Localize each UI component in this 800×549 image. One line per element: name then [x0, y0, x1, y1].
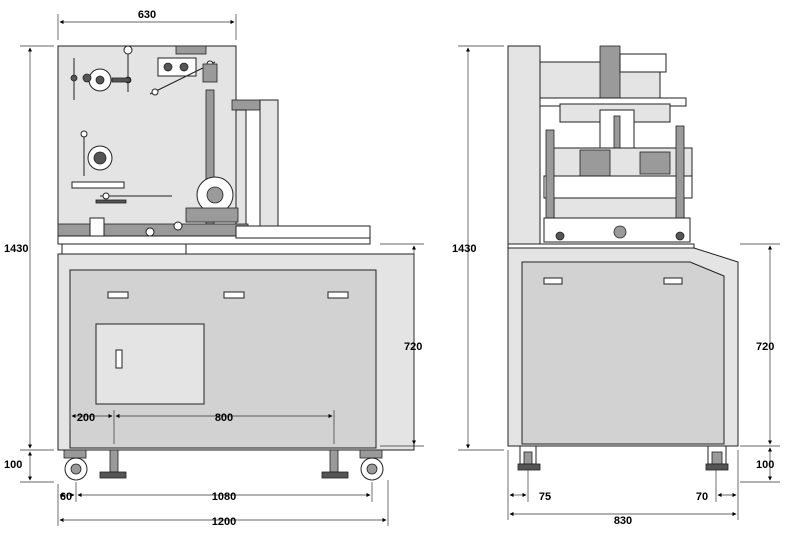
door-handle	[115, 349, 123, 369]
vent-slot	[543, 277, 563, 285]
dim-foot-left: 75	[539, 491, 551, 503]
dim-caster-span: 800	[215, 412, 233, 424]
front-dimension-lines	[20, 14, 424, 526]
access-door	[95, 323, 205, 405]
dim-depth: 830	[614, 515, 632, 527]
dim-leg-height: 100	[4, 459, 22, 471]
side-back-plate	[507, 45, 541, 247]
worktable	[57, 217, 371, 255]
vent-slot	[223, 291, 245, 299]
dim-foot-right: 70	[696, 491, 708, 503]
dim-wheel-base: 1080	[212, 491, 236, 503]
dim-cabinet-height: 720	[404, 341, 422, 353]
front-view: 630 1430 100 720 200 800 60 1080 1200	[4, 9, 424, 528]
dim-side-leg-height: 100	[756, 459, 774, 471]
dim-caster-offset: 60	[60, 491, 72, 503]
side-table-plate	[507, 243, 695, 249]
dim-top-width: 630	[138, 9, 156, 21]
vent-slot	[327, 291, 349, 299]
caster-left	[63, 449, 88, 481]
caster-right	[359, 449, 384, 481]
dim-total-height: 1430	[4, 243, 28, 255]
vent-slot	[663, 277, 683, 285]
film-roll-mechanism	[70, 45, 218, 204]
side-foot-left	[517, 445, 541, 471]
vent-slot	[107, 291, 129, 299]
side-cabinet-panel	[521, 261, 725, 445]
dim-side-cabinet-height: 720	[756, 341, 774, 353]
side-foot-right	[705, 445, 729, 471]
dim-offset-left: 200	[77, 412, 95, 424]
side-view: 1430 720 100 75 70 830	[452, 45, 780, 527]
leveling-foot-left	[99, 449, 127, 479]
leveling-foot-right	[321, 449, 349, 479]
dim-side-height: 1430	[452, 243, 476, 255]
side-dimension-lines	[458, 45, 780, 520]
side-mechanism	[539, 45, 693, 243]
dim-total-width: 1200	[212, 516, 236, 528]
